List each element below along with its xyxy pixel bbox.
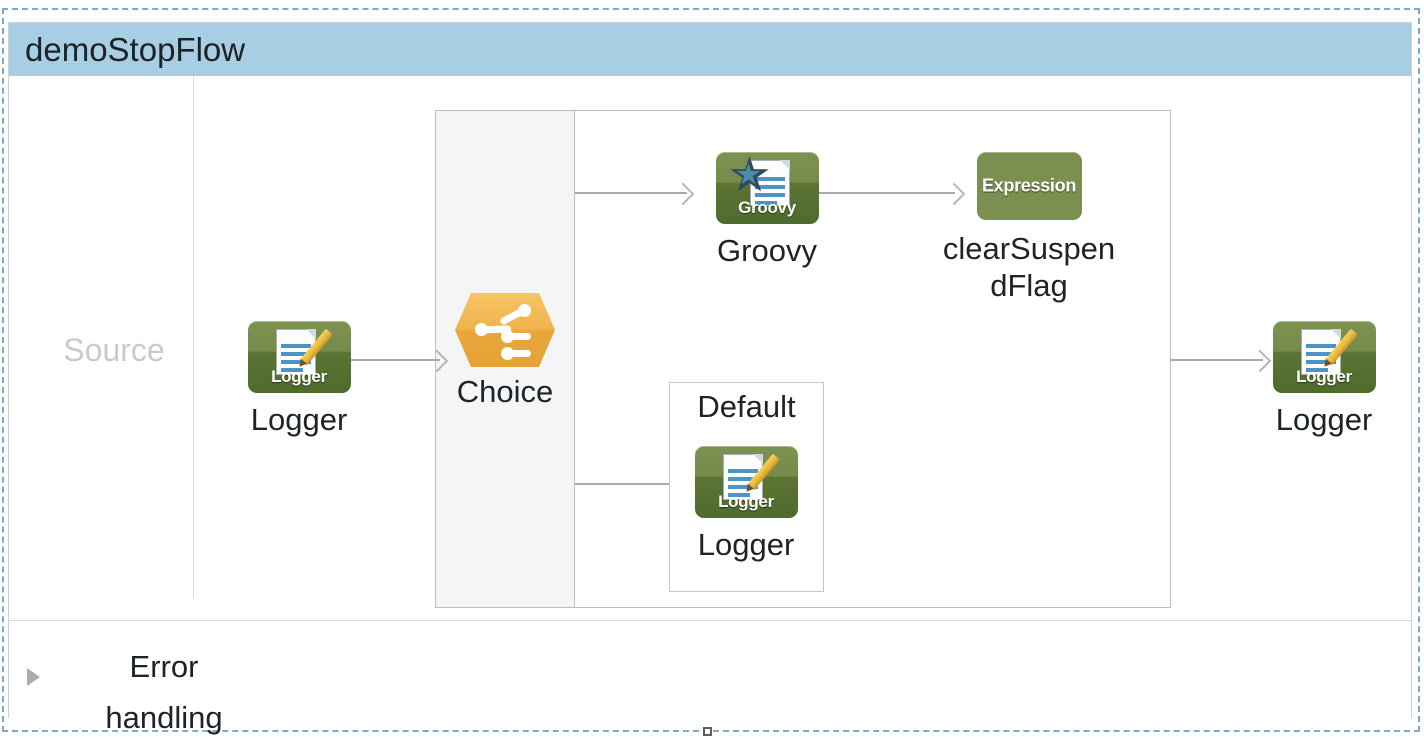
document-glyph [749,160,790,206]
connector-logger-to-choice [348,359,440,361]
groovy-icon[interactable]: Groovy [715,152,819,224]
node-logger-default[interactable]: Logger Logger [646,446,846,563]
error-handling-line-1: Error [129,649,199,684]
node-label-logger-out: Logger [1275,402,1373,437]
logger-icon[interactable]: Logger [1272,321,1376,393]
expression-icon-caption: Expression [981,175,1077,196]
connector-groovy-to-expression [815,192,955,194]
groovy-icon-caption: Groovy [738,198,796,217]
error-handling-line-2: handling [105,700,223,735]
node-label-logger-in: Logger [250,402,348,437]
node-logger-out[interactable]: Logger Logger [1214,321,1424,438]
logger-icon-caption: Logger [271,367,327,386]
node-label-logger-default: Logger [697,527,795,562]
logger-icon-caption: Logger [718,492,774,511]
expression-icon[interactable]: Expression [976,152,1082,220]
node-groovy[interactable]: Groovy Groovy [657,152,877,269]
error-section-divider [9,620,1411,621]
source-placeholder-label[interactable]: Source [63,332,165,368]
connector-choice-to-default [575,483,687,485]
connector-container-to-logger-out [1171,359,1263,361]
source-column-divider [193,76,194,598]
error-handling-label: Error handling [69,641,259,739]
node-choice[interactable]: Choice [405,293,605,410]
resize-handle-bottom[interactable] [703,727,712,736]
logger-icon-caption: Logger [1296,367,1352,386]
flow-body: Source [9,76,1411,735]
logger-icon[interactable]: Logger [694,446,798,518]
default-scope-label: Default [697,389,796,424]
logger-icon[interactable]: Logger [247,321,351,393]
error-handling-section[interactable]: Error handling [9,621,1411,735]
expand-triangle-icon[interactable] [27,668,40,686]
flow-card: demoStopFlow Source [8,22,1412,735]
node-label-choice: Choice [456,374,554,409]
node-label-groovy: Groovy [717,233,817,268]
choice-icon[interactable] [455,293,555,367]
node-logger-in[interactable]: Logger Logger [189,321,409,438]
flow-title: demoStopFlow [25,31,246,68]
connector-choice-to-groovy [575,192,687,194]
flow-header[interactable]: demoStopFlow [9,23,1411,76]
